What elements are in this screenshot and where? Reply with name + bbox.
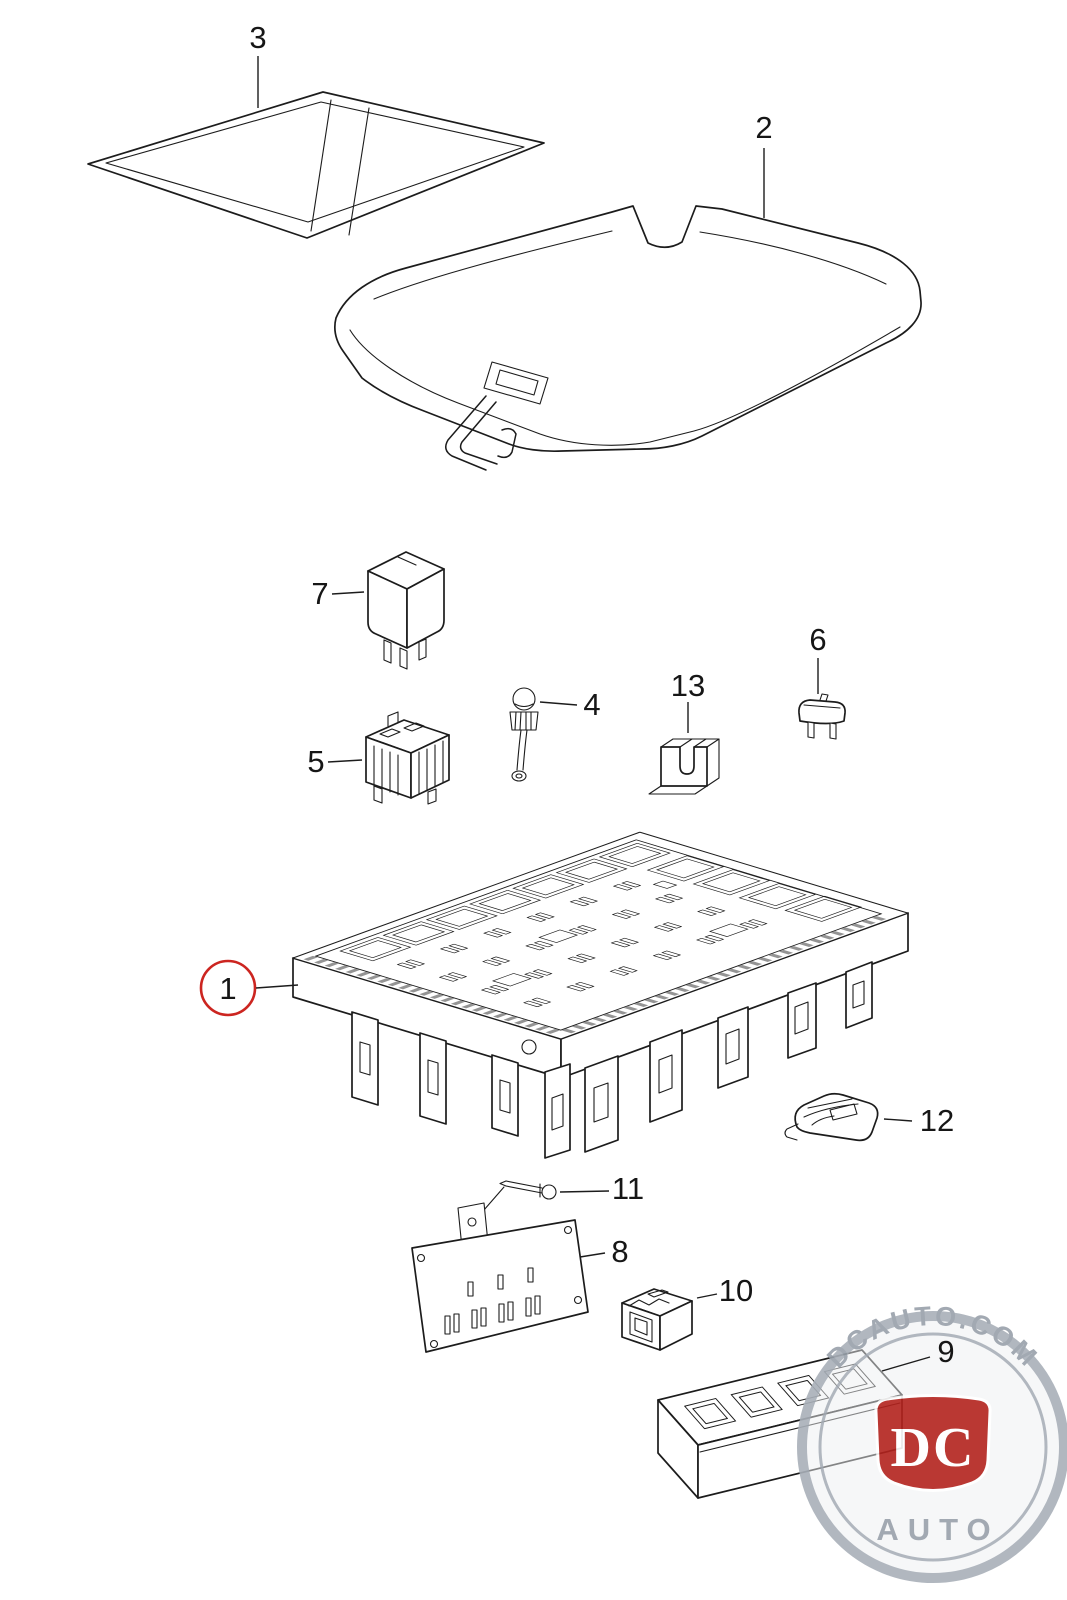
callout-label-1: 1 (219, 971, 236, 1006)
part-11-pin (476, 1180, 557, 1219)
leader-line-10 (696, 1293, 718, 1299)
part-6-blade-fuse (798, 693, 846, 740)
highlight-circle-1 (199, 959, 257, 1017)
part-3-cover-plate (87, 91, 545, 239)
callout-label-11: 11 (612, 1171, 644, 1206)
callout-label-12: 12 (920, 1103, 954, 1138)
callouts: 3 2 7 5 4 13 6 1 12 11 8 10 9 (199, 20, 955, 1372)
callout-label-7: 7 (311, 576, 328, 611)
callout-label-6: 6 (809, 622, 826, 657)
part-5-relay-block (365, 711, 450, 805)
part-8-mounting-plate (411, 1202, 589, 1353)
leader-line-8 (579, 1252, 606, 1258)
callout-label-2: 2 (755, 110, 772, 145)
dcauto-watermark: DCAUTO.COM DC AUTO (797, 1301, 1067, 1583)
part-2-fuse-box-cover (333, 205, 922, 471)
part-1-fuse-box (291, 831, 909, 1159)
leader-line-4 (539, 701, 578, 706)
callout-label-4: 4 (583, 687, 600, 722)
leader-line-1 (255, 984, 299, 989)
callout-label-10: 10 (719, 1273, 753, 1308)
part-13-clip-bracket (648, 738, 720, 795)
part-10-connector-socket (621, 1288, 693, 1351)
leader-line-11 (559, 1190, 610, 1193)
part-12-retaining-clip (784, 1092, 879, 1142)
leader-line-9 (881, 1356, 931, 1372)
leader-line-5 (327, 759, 363, 763)
watermark-initials: DC (891, 1417, 976, 1479)
callout-label-3: 3 (249, 20, 266, 55)
watermark-subtitle: AUTO (876, 1512, 999, 1547)
callout-label-5: 5 (307, 744, 324, 779)
callout-label-9: 9 (937, 1334, 954, 1369)
callout-label-8: 8 (611, 1234, 628, 1269)
callout-label-13: 13 (671, 668, 705, 703)
watermark-shield (874, 1394, 992, 1492)
part-7-relay (367, 551, 445, 670)
part-4-bulb-connector (509, 687, 539, 782)
leader-line-7 (331, 591, 365, 595)
leader-line-12 (883, 1118, 913, 1122)
